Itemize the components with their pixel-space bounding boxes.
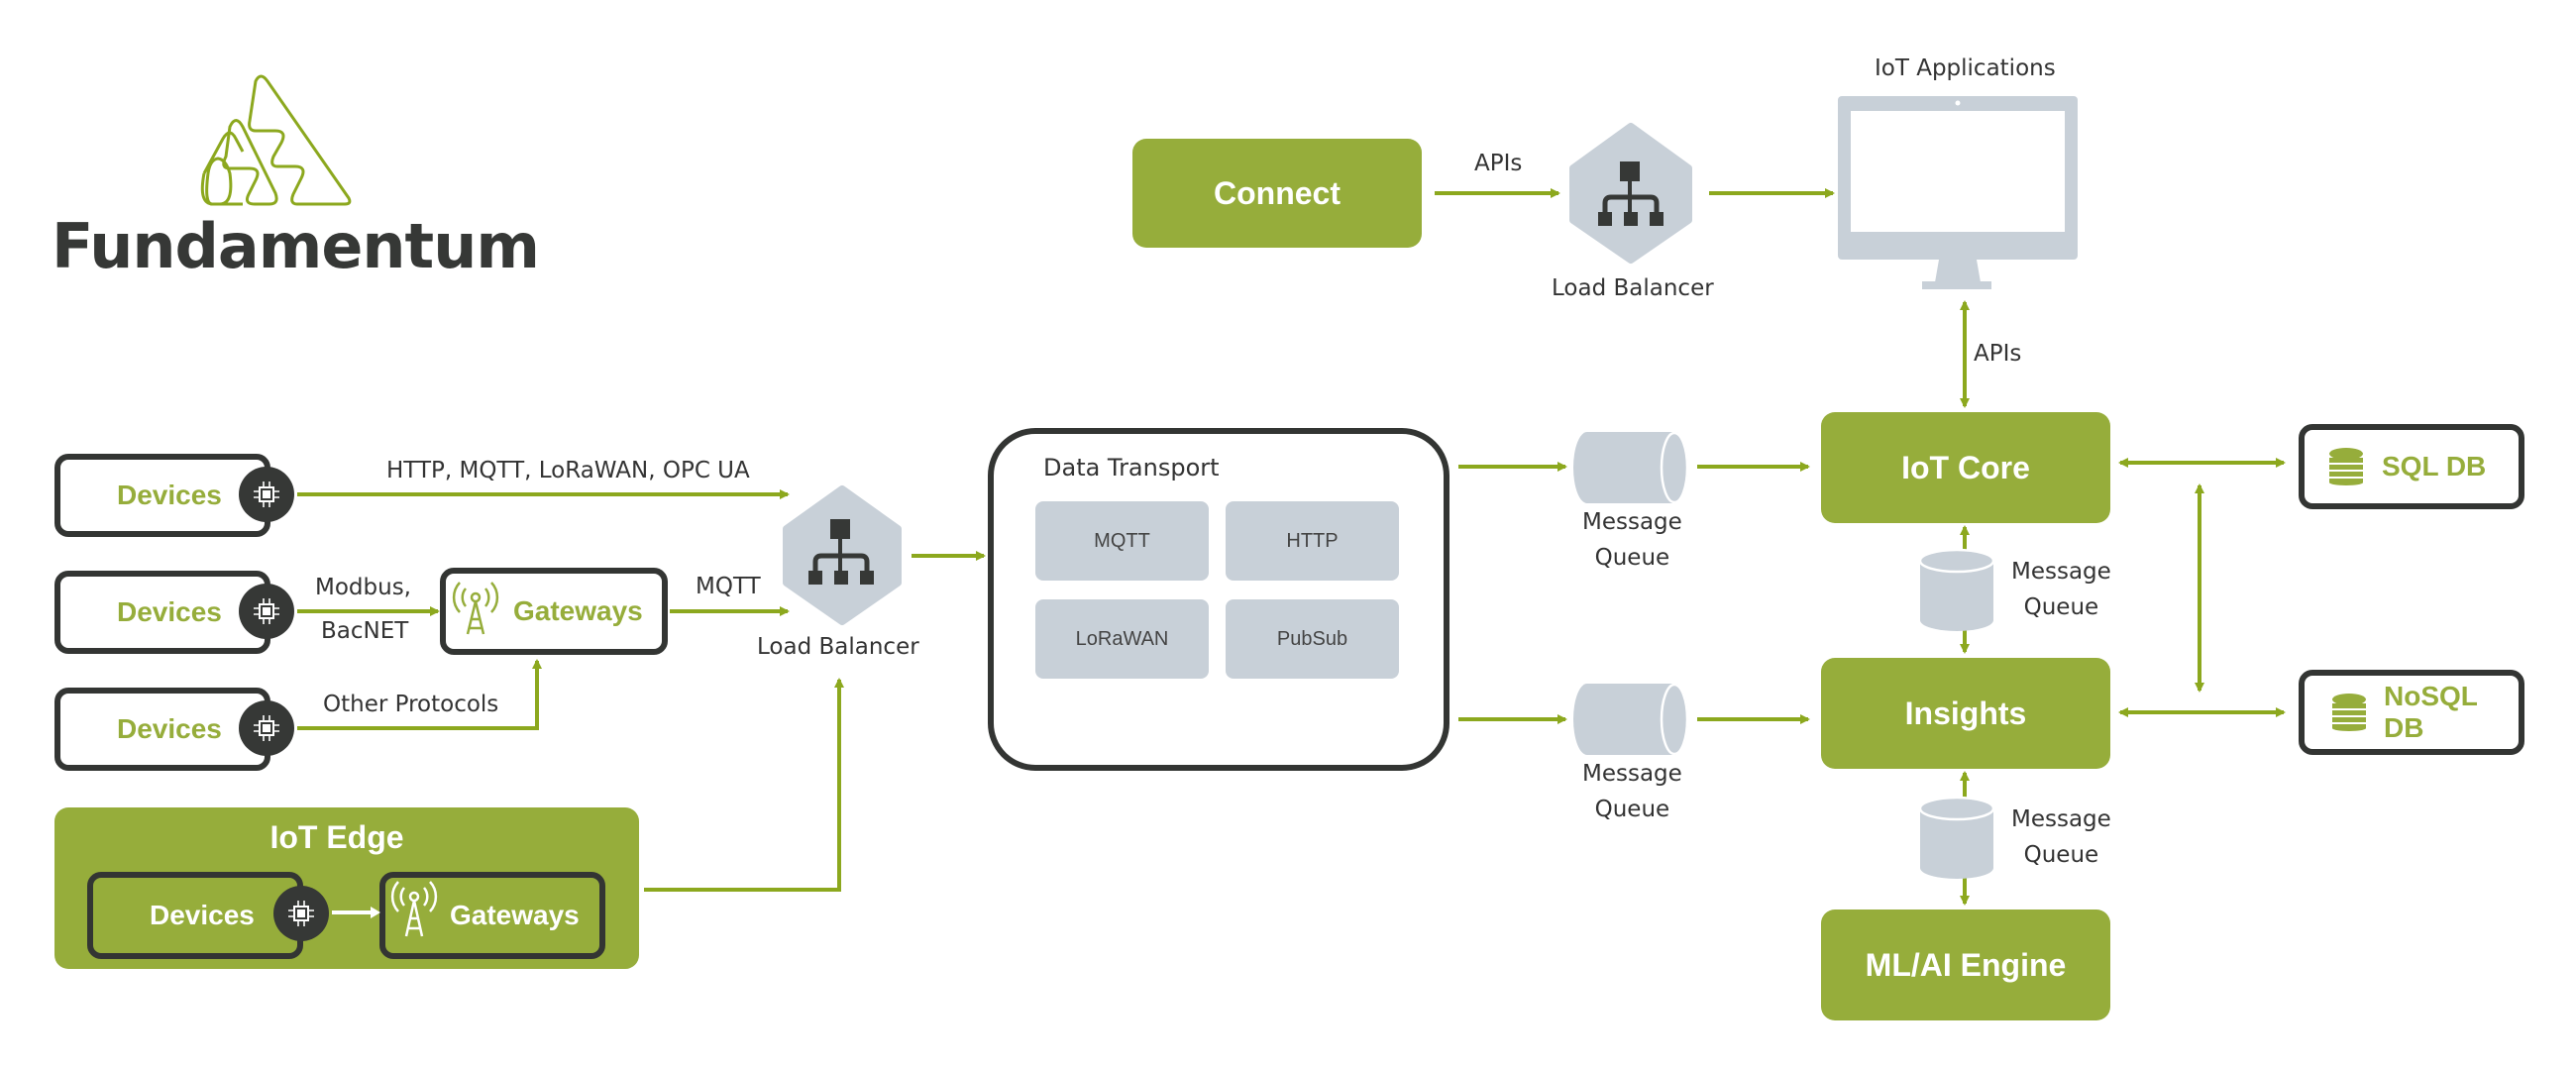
load-balancer-icon-top <box>1569 123 1692 264</box>
apis-label-core: APIs <box>1974 341 2022 367</box>
connect-label: Connect <box>1214 174 1341 211</box>
edge-devices-label: Devices <box>150 900 255 930</box>
gateways-label: Gateways <box>513 595 643 626</box>
arrow-edge-lb <box>644 678 844 892</box>
protocol-http[interactable]: HTTP <box>1226 501 1399 581</box>
brand-logo-icon <box>200 74 352 206</box>
message-queue-icon-1 <box>1573 431 1689 504</box>
chip-icon <box>239 467 294 522</box>
load-balancer-label-left: Load Balancer <box>757 634 919 660</box>
devices-label: Devices <box>117 713 222 744</box>
devices-label: Devices <box>117 480 222 510</box>
ml-ai-engine-box[interactable]: ML/AI Engine <box>1821 910 2110 1020</box>
apis-label-top: APIs <box>1474 151 1523 176</box>
gateways-box[interactable]: Gateways <box>440 568 668 655</box>
nosql-db-label: NoSQL DB <box>2384 681 2478 743</box>
devices-box-3[interactable]: Devices <box>54 688 270 771</box>
protocol-label-2b: BacNET <box>321 618 409 644</box>
load-balancer-icon-left <box>783 485 902 625</box>
devices-box-1[interactable]: Devices <box>54 454 270 537</box>
brand-name: Fundamentum <box>52 210 540 282</box>
protocol-lorawan[interactable]: LoRaWAN <box>1035 599 1209 679</box>
message-queue-icon-2 <box>1573 683 1689 756</box>
protocol-mqtt[interactable]: MQTT <box>1035 501 1209 581</box>
nosql-db-box[interactable]: NoSQL DB <box>2299 670 2524 755</box>
edge-devices-box[interactable]: Devices <box>87 872 303 959</box>
protocol-label-3: Other Protocols <box>323 692 499 717</box>
load-balancer-label-top: Load Balancer <box>1552 275 1714 301</box>
ml-ai-engine-label: ML/AI Engine <box>1865 946 2067 983</box>
protocol-pubsub[interactable]: PubSub <box>1226 599 1399 679</box>
iot-applications-label: IoT Applications <box>1875 55 2056 81</box>
data-transport-box[interactable]: Data Transport MQTT HTTP LoRaWAN PubSub <box>988 428 1449 771</box>
message-queue-icon-3 <box>1918 548 1995 631</box>
insights-box[interactable]: Insights <box>1821 658 2110 769</box>
insights-label: Insights <box>1904 695 2027 731</box>
mqtt-label: MQTT <box>696 574 761 599</box>
iot-edge-title: IoT Edge <box>269 819 404 855</box>
monitor-icon <box>1838 96 2078 289</box>
edge-gateways-label: Gateways <box>450 900 580 930</box>
chip-icon <box>239 584 294 639</box>
iot-core-box[interactable]: IoT Core <box>1821 412 2110 523</box>
connect-box[interactable]: Connect <box>1132 139 1422 248</box>
message-queue-icon-4 <box>1918 796 1995 879</box>
devices-label: Devices <box>117 596 222 627</box>
protocol-label-1: HTTP, MQTT, LoRaWAN, OPC UA <box>386 458 750 483</box>
sql-db-label: SQL DB <box>2382 451 2487 482</box>
sql-db-box[interactable]: SQL DB <box>2299 424 2524 509</box>
devices-box-2[interactable]: Devices <box>54 571 270 654</box>
data-transport-title: Data Transport <box>1043 454 1220 482</box>
edge-gateways-box[interactable]: Gateways <box>379 872 605 959</box>
protocol-label-2a: Modbus, <box>315 575 411 600</box>
chip-icon <box>239 700 294 756</box>
iot-core-label: IoT Core <box>1901 449 2030 485</box>
chip-icon <box>273 886 329 941</box>
